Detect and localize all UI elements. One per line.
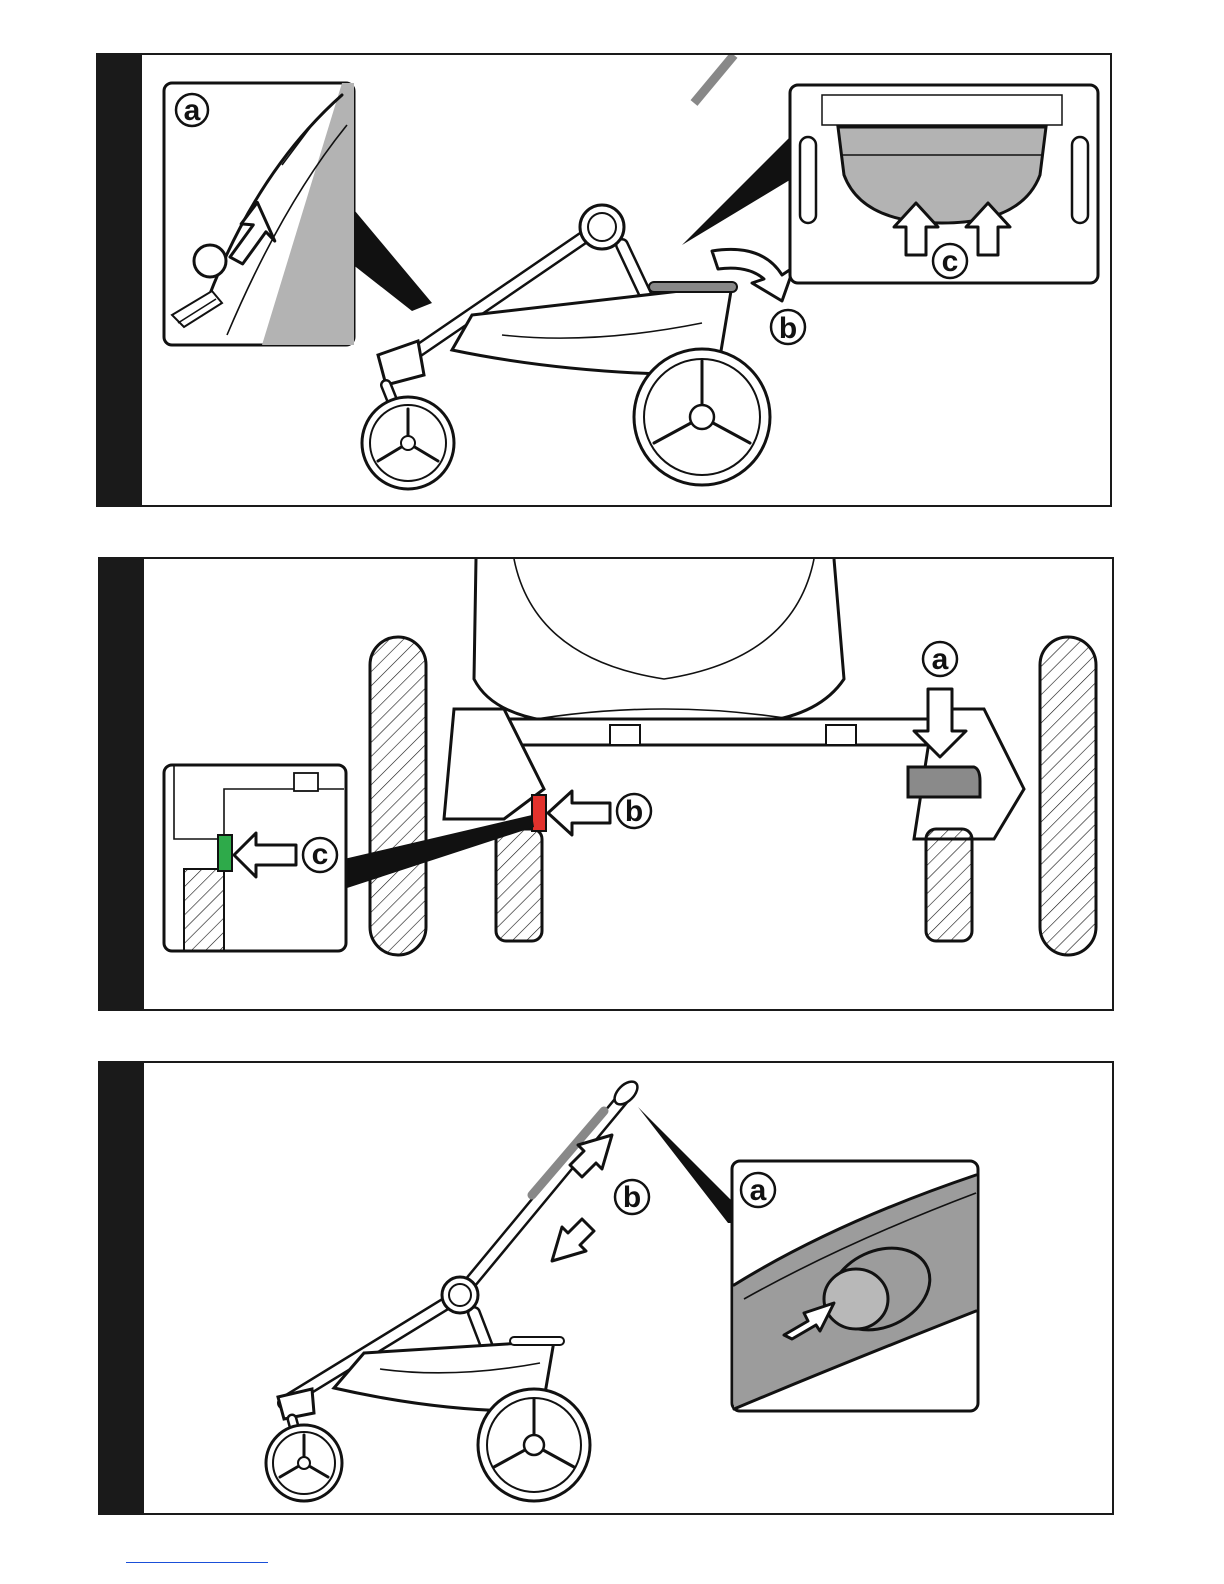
inset-a-handle-button: a: [638, 1107, 978, 1411]
label-c: c: [312, 838, 329, 871]
label-b: b: [779, 312, 797, 345]
instruction-panel-2: a b c: [98, 557, 1114, 1011]
panel-1-illustration: a: [142, 55, 1110, 505]
instruction-panel-3: b a: [98, 1061, 1114, 1515]
inset-a-seat-release: a: [164, 83, 432, 345]
label-a: a: [184, 94, 201, 127]
label-b: b: [623, 1181, 641, 1214]
panel-1-side-bar: [98, 55, 142, 505]
stroller-side-view: [362, 55, 770, 489]
stroller-rear-view: [370, 559, 1096, 955]
panel-3-side-bar: [100, 1063, 144, 1513]
label-c: c: [942, 245, 959, 278]
footer-link-underline[interactable]: [126, 1562, 268, 1563]
panel-3-illustration: b a: [144, 1063, 1112, 1513]
instruction-panel-1: a: [96, 53, 1112, 507]
brake-indicator-green: [218, 835, 232, 871]
indicator-arrow-b: b: [548, 791, 651, 835]
stroller-side-view-handle: [266, 1077, 642, 1501]
panel-2-side-bar: [100, 559, 144, 1009]
label-b: b: [625, 795, 643, 828]
press-arrow-a: a: [914, 642, 966, 757]
label-a: a: [750, 1174, 767, 1207]
label-a: a: [932, 643, 949, 676]
brake-indicator-red: [532, 795, 546, 831]
panel-2-illustration: a b c: [144, 559, 1112, 1009]
